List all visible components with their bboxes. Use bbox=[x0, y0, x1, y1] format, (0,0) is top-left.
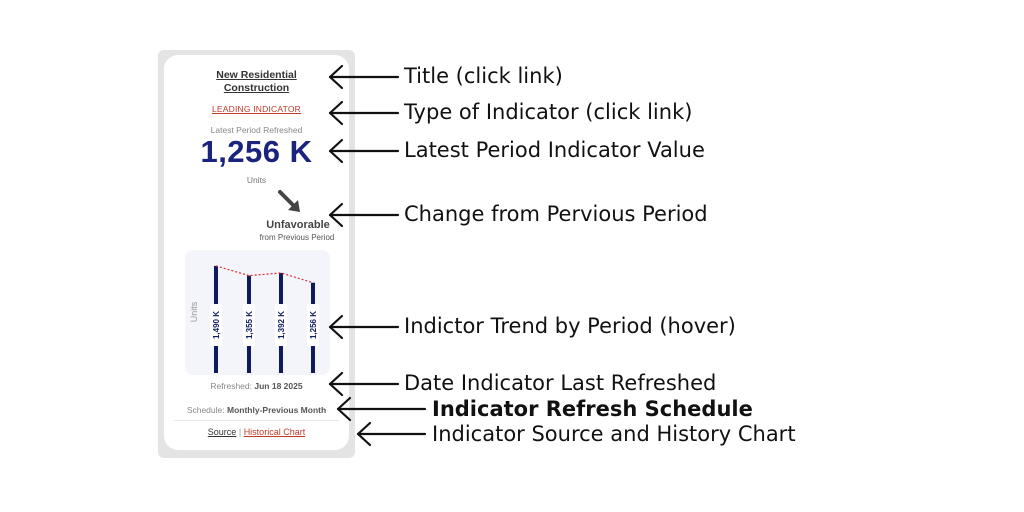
annotation-type: Type of Indicator (click link) bbox=[404, 100, 693, 124]
footer-links: Source | Historical Chart bbox=[164, 427, 349, 437]
arrow-value-icon bbox=[328, 138, 400, 164]
schedule-value: Monthly-Previous Month bbox=[227, 405, 327, 415]
chart-y-axis-label: Units bbox=[189, 301, 199, 322]
title-line-1: New Residential bbox=[216, 69, 297, 81]
refreshed-label: Refreshed: bbox=[210, 381, 252, 391]
trend-chart-svg: Units 1,490 K 1,355 K 1,392 K 1,256 K bbox=[189, 265, 319, 373]
arrow-schedule-icon bbox=[336, 396, 427, 422]
chart-bar-label: 1,256 K bbox=[309, 311, 318, 339]
annotation-title: Title (click link) bbox=[404, 64, 563, 88]
trend-down-arrow-icon bbox=[278, 190, 300, 212]
trend-chart[interactable]: Units 1,490 K 1,355 K 1,392 K 1,256 K bbox=[185, 250, 330, 375]
indicator-title-link[interactable]: New Residential Construction bbox=[164, 69, 349, 95]
change-status: Unfavorable bbox=[266, 219, 330, 231]
chart-bar-label-bg bbox=[243, 304, 255, 346]
chart-bar-label-bg bbox=[307, 304, 319, 346]
change-subtitle: from Previous Period bbox=[259, 233, 335, 242]
annotation-change: Change from Pervious Period bbox=[404, 202, 708, 226]
indicator-card: New Residential Construction LEADING IND… bbox=[164, 55, 349, 450]
annotation-schedule: Indicator Refresh Schedule bbox=[432, 397, 753, 421]
schedule-info: Schedule: Monthly-Previous Month bbox=[164, 405, 349, 415]
arrow-refreshed-icon bbox=[328, 371, 400, 397]
chart-bar-label-bg bbox=[210, 304, 222, 346]
indicator-type-link[interactable]: LEADING INDICATOR bbox=[211, 104, 302, 114]
annotation-value: Latest Period Indicator Value bbox=[404, 138, 705, 162]
chart-bar-label: 1,355 K bbox=[245, 311, 254, 339]
link-separator: | bbox=[238, 427, 242, 437]
chart-bar-label: 1,490 K bbox=[212, 311, 221, 339]
arrow-source-icon bbox=[356, 421, 427, 447]
latest-period-label: Latest Period Refreshed bbox=[210, 125, 303, 135]
arrow-change-icon bbox=[328, 202, 400, 228]
arrow-title-icon bbox=[328, 64, 400, 90]
chart-trend-line bbox=[215, 265, 314, 284]
units-label: Units bbox=[246, 175, 267, 185]
arrow-trend-icon bbox=[328, 314, 400, 340]
annotation-source: Indicator Source and History Chart bbox=[432, 422, 796, 446]
refreshed-info: Refreshed: Jun 18 2025 bbox=[164, 381, 349, 391]
annotation-trend: Indictor Trend by Period (hover) bbox=[404, 314, 736, 338]
schedule-label: Schedule: bbox=[186, 405, 225, 415]
source-link[interactable]: Source bbox=[207, 427, 237, 437]
annotation-refreshed: Date Indicator Last Refreshed bbox=[404, 371, 717, 395]
refreshed-date: Jun 18 2025 bbox=[254, 381, 303, 391]
title-line-2: Construction bbox=[223, 82, 290, 94]
chart-bar-label-bg bbox=[275, 304, 287, 346]
chart-bar-label: 1,392 K bbox=[277, 311, 286, 339]
historical-chart-link[interactable]: Historical Chart bbox=[243, 427, 306, 437]
indicator-value: 1,256 K bbox=[200, 134, 313, 169]
arrow-type-icon bbox=[328, 100, 400, 126]
divider bbox=[174, 420, 339, 421]
